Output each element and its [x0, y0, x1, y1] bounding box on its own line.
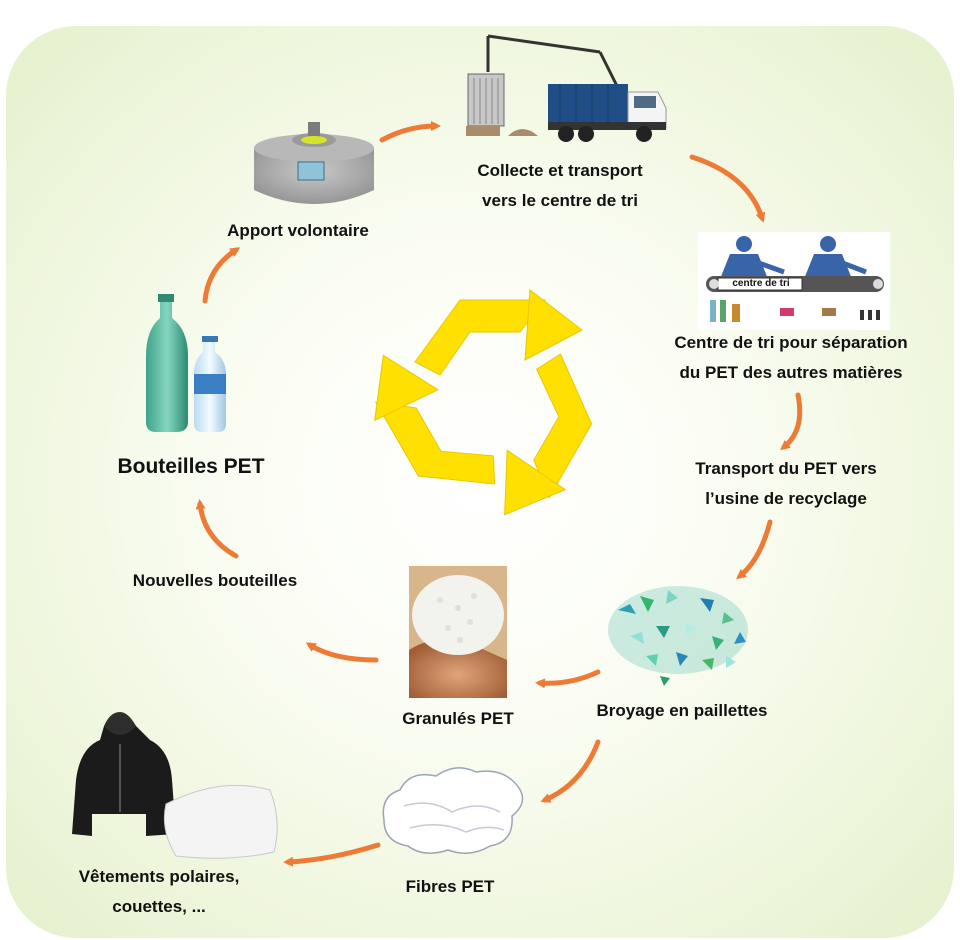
- label-transport-line2: l’usine de recyclage: [705, 489, 867, 508]
- label-transport-line1: Transport du PET vers: [695, 459, 877, 478]
- arrow-nouvelles-to-bouteilles: [195, 499, 239, 559]
- cycle-arrows: [195, 121, 803, 867]
- label-centre-line2: du PET des autres matières: [679, 363, 903, 382]
- label-fibres: Fibres PET: [405, 877, 495, 896]
- label-nouvelles-bouteilles: Nouvelles bouteilles: [132, 571, 298, 590]
- label-centre-line1: Centre de tri pour séparation: [674, 333, 908, 352]
- arrow-broyage-to-granules: [535, 669, 601, 689]
- label-collecte-line1: Collecte et transport: [477, 161, 643, 180]
- label-broyage: Broyage en paillettes: [596, 701, 768, 720]
- label-apport-volontaire: Apport volontaire: [227, 221, 369, 240]
- arrow-fibres-to-vetements: [283, 842, 381, 867]
- collection-bin-image: [254, 122, 374, 204]
- arrow-collecte-to-centre: [689, 154, 766, 223]
- recycle-symbol: [374, 289, 593, 516]
- jacket-pillow-image: [72, 712, 278, 859]
- truck-crane-image: [466, 34, 667, 142]
- arrow-apport-to-collecte: [379, 121, 441, 143]
- label-bouteilles-pet: Bouteilles PET: [117, 455, 265, 478]
- label-vetements-line1: Vêtements polaires,: [78, 867, 240, 886]
- arrow-granules-to-nouvelles: [305, 642, 379, 663]
- arrow-bouteilles-to-apport: [202, 247, 241, 304]
- arrow-transport-to-broyage: [736, 519, 773, 580]
- sorting-center-image: [698, 232, 890, 330]
- pet-granules-image: [409, 566, 507, 698]
- label-granules: Granulés PET: [402, 709, 514, 728]
- label-vetements: Vêtements polaires, couettes, ...: [44, 862, 274, 922]
- centre-de-tri-sign: centre de tri: [732, 278, 790, 289]
- arrow-centre-to-transport: [780, 392, 803, 451]
- label-transport-pet: Transport du PET vers l’usine de recycla…: [656, 454, 916, 514]
- label-collecte-transport: Collecte et transport vers le centre de …: [430, 156, 690, 216]
- pet-bottles-image: [146, 294, 226, 432]
- pet-fibres-image: [382, 767, 524, 854]
- label-centre-de-tri: Centre de tri pour séparation du PET des…: [646, 328, 936, 388]
- label-vetements-line2: couettes, ...: [112, 897, 206, 916]
- label-collecte-line2: vers le centre de tri: [482, 191, 638, 210]
- arrow-broyage-to-fibres: [540, 739, 601, 803]
- pet-flakes-image: [608, 586, 748, 686]
